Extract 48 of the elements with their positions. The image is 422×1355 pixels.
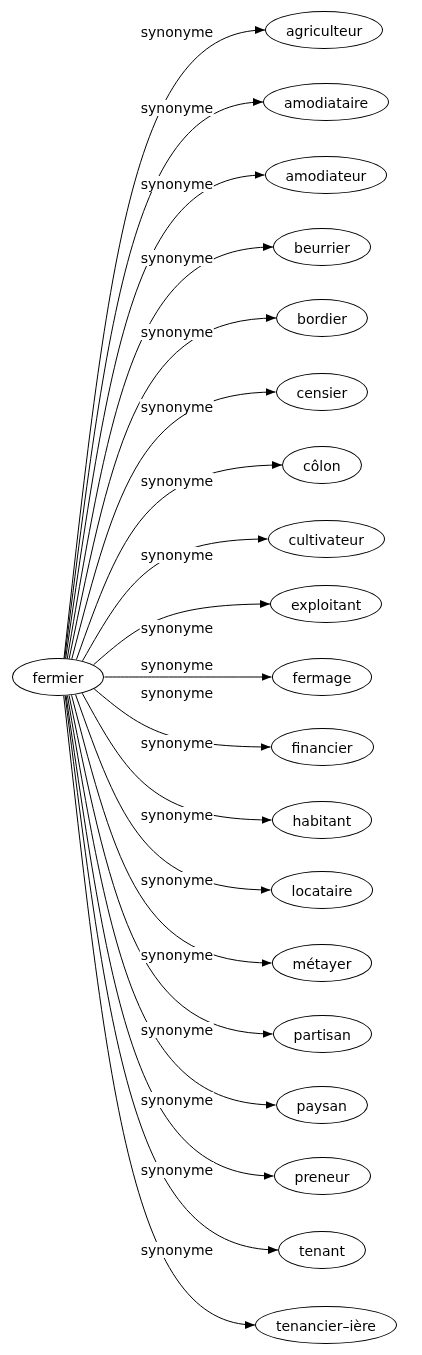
ellipse-node: partisan bbox=[272, 1015, 372, 1053]
ellipse-node: fermage bbox=[271, 658, 373, 696]
ellipse-node: agriculteur bbox=[265, 11, 384, 49]
ellipse-node: censier bbox=[275, 373, 369, 411]
edge-label: synonyme bbox=[139, 620, 215, 636]
arrow bbox=[66, 695, 276, 1109]
arrow bbox=[68, 314, 277, 660]
edge-label: synonyme bbox=[139, 807, 215, 823]
ellipse-node: financier bbox=[270, 728, 374, 766]
ellipse-node: amodiateur bbox=[264, 156, 388, 194]
edge-label: synonyme bbox=[139, 176, 215, 192]
edge-label: synonyme bbox=[139, 947, 215, 963]
edge-label: synonyme bbox=[139, 399, 215, 415]
ellipse-node: cultivateur bbox=[267, 520, 385, 558]
arrow bbox=[75, 694, 271, 894]
ellipse-node: métayer bbox=[271, 944, 373, 982]
ellipse-node: bordier bbox=[276, 299, 369, 337]
arrow bbox=[71, 694, 272, 967]
edge-label: synonyme bbox=[139, 547, 215, 563]
edge-label: synonyme bbox=[139, 100, 215, 116]
arrow bbox=[104, 673, 272, 681]
ellipse-node: beurrier bbox=[273, 228, 371, 266]
edge-label: synonyme bbox=[139, 872, 215, 888]
ellipse-node: locataire bbox=[270, 871, 374, 909]
edge-label: synonyme bbox=[139, 735, 215, 751]
ellipse-node: côlon bbox=[282, 446, 362, 484]
ellipse-node: tenancier–ière bbox=[255, 1306, 397, 1344]
ellipse-node: tenant bbox=[278, 1231, 366, 1269]
ellipse-node: paysan bbox=[275, 1086, 368, 1124]
edge-label: synonyme bbox=[139, 250, 215, 266]
ellipse-node: amodiataire bbox=[263, 83, 390, 121]
ellipse-node: preneur bbox=[273, 1157, 371, 1195]
edge-label: synonyme bbox=[139, 1162, 215, 1178]
arrow bbox=[63, 695, 256, 1328]
edge-label: synonyme bbox=[139, 1092, 215, 1108]
edge-label: synonyme bbox=[139, 1022, 215, 1038]
arrow bbox=[65, 695, 274, 1179]
edge-label: synonyme bbox=[139, 324, 215, 340]
ellipse-node: exploitant bbox=[270, 585, 383, 623]
arrow bbox=[93, 600, 271, 666]
ellipse-node: fermier bbox=[11, 658, 105, 696]
edge-label: synonyme bbox=[139, 1242, 215, 1258]
arrow bbox=[66, 243, 274, 659]
arrow bbox=[64, 695, 279, 1253]
ellipse-node: habitant bbox=[271, 801, 373, 839]
edge-label: synonyme bbox=[139, 473, 215, 489]
arrow bbox=[68, 694, 273, 1038]
arrow bbox=[71, 388, 276, 660]
